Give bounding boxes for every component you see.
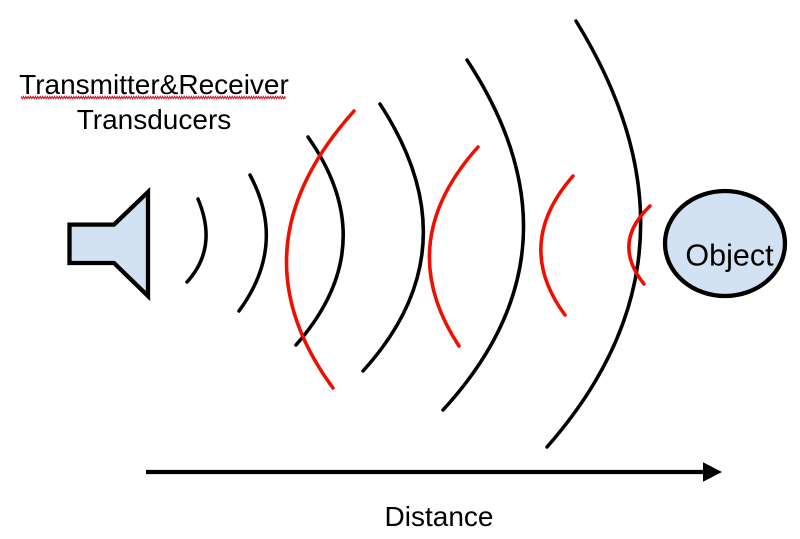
svg-text:Object: Object (685, 239, 774, 273)
svg-text:Transducers: Transducers (77, 104, 232, 135)
svg-text:Distance: Distance (385, 501, 494, 532)
svg-text:Transmitter&Receiver: Transmitter&Receiver (19, 69, 289, 100)
